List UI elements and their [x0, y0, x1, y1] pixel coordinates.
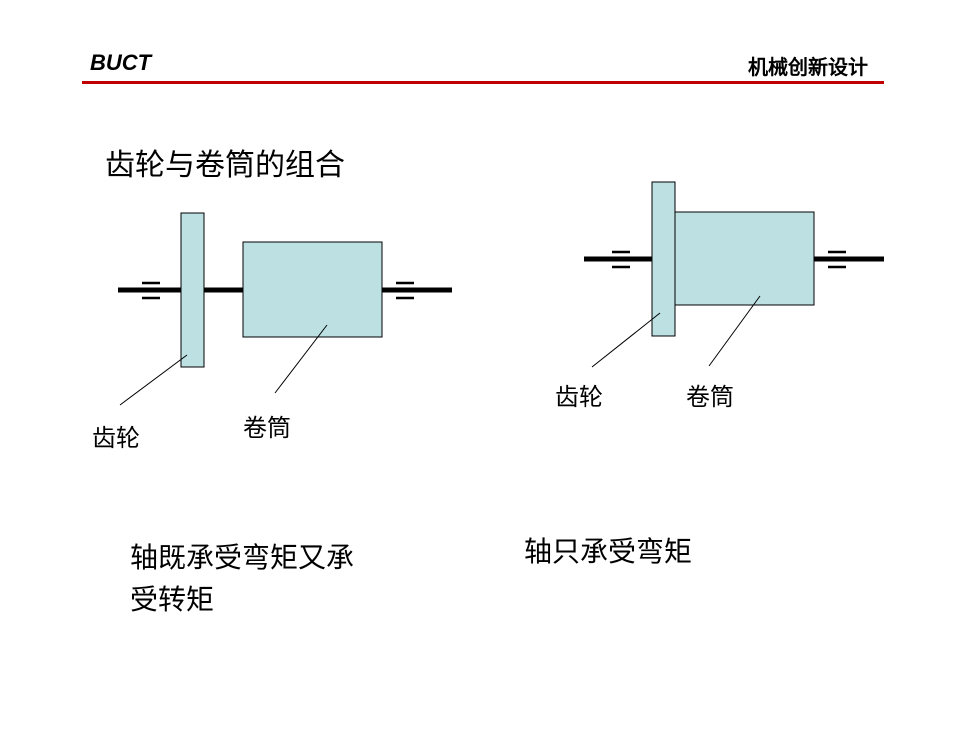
- left-bearing-left: [142, 281, 160, 300]
- left-bearing-right: [396, 281, 414, 300]
- left-gear-label: 齿轮: [92, 424, 140, 452]
- right-caption: 轴只承受弯矩: [524, 535, 693, 568]
- left-caption: 轴既承受弯矩又承 受转矩: [130, 537, 354, 621]
- right-bearing-left: [612, 250, 630, 269]
- right-gear-label: 齿轮: [555, 383, 603, 411]
- left-drum-leader: [274, 324, 328, 394]
- left-diagram: [118, 212, 452, 406]
- right-diagram: [584, 181, 884, 368]
- right-gear: [651, 181, 676, 337]
- left-drum: [242, 241, 383, 338]
- left-gear: [180, 212, 205, 368]
- slide-title: 齿轮与卷筒的组合: [105, 148, 345, 183]
- header-course-title: 机械创新设计: [748, 55, 868, 79]
- header-divider: [82, 81, 884, 84]
- right-gear-leader: [591, 312, 661, 368]
- right-drum-leader: [708, 295, 761, 367]
- right-drum: [674, 211, 815, 306]
- left-gear-leader: [119, 354, 188, 406]
- right-drum-label: 卷筒: [686, 383, 734, 411]
- left-drum-label: 卷筒: [243, 414, 291, 442]
- right-bearing-right: [828, 250, 846, 269]
- left-caption-line-2: 受转矩: [130, 583, 215, 616]
- left-caption-line-1: 轴既承受弯矩又承: [130, 541, 355, 574]
- header-logo-text: BUCT: [90, 50, 152, 75]
